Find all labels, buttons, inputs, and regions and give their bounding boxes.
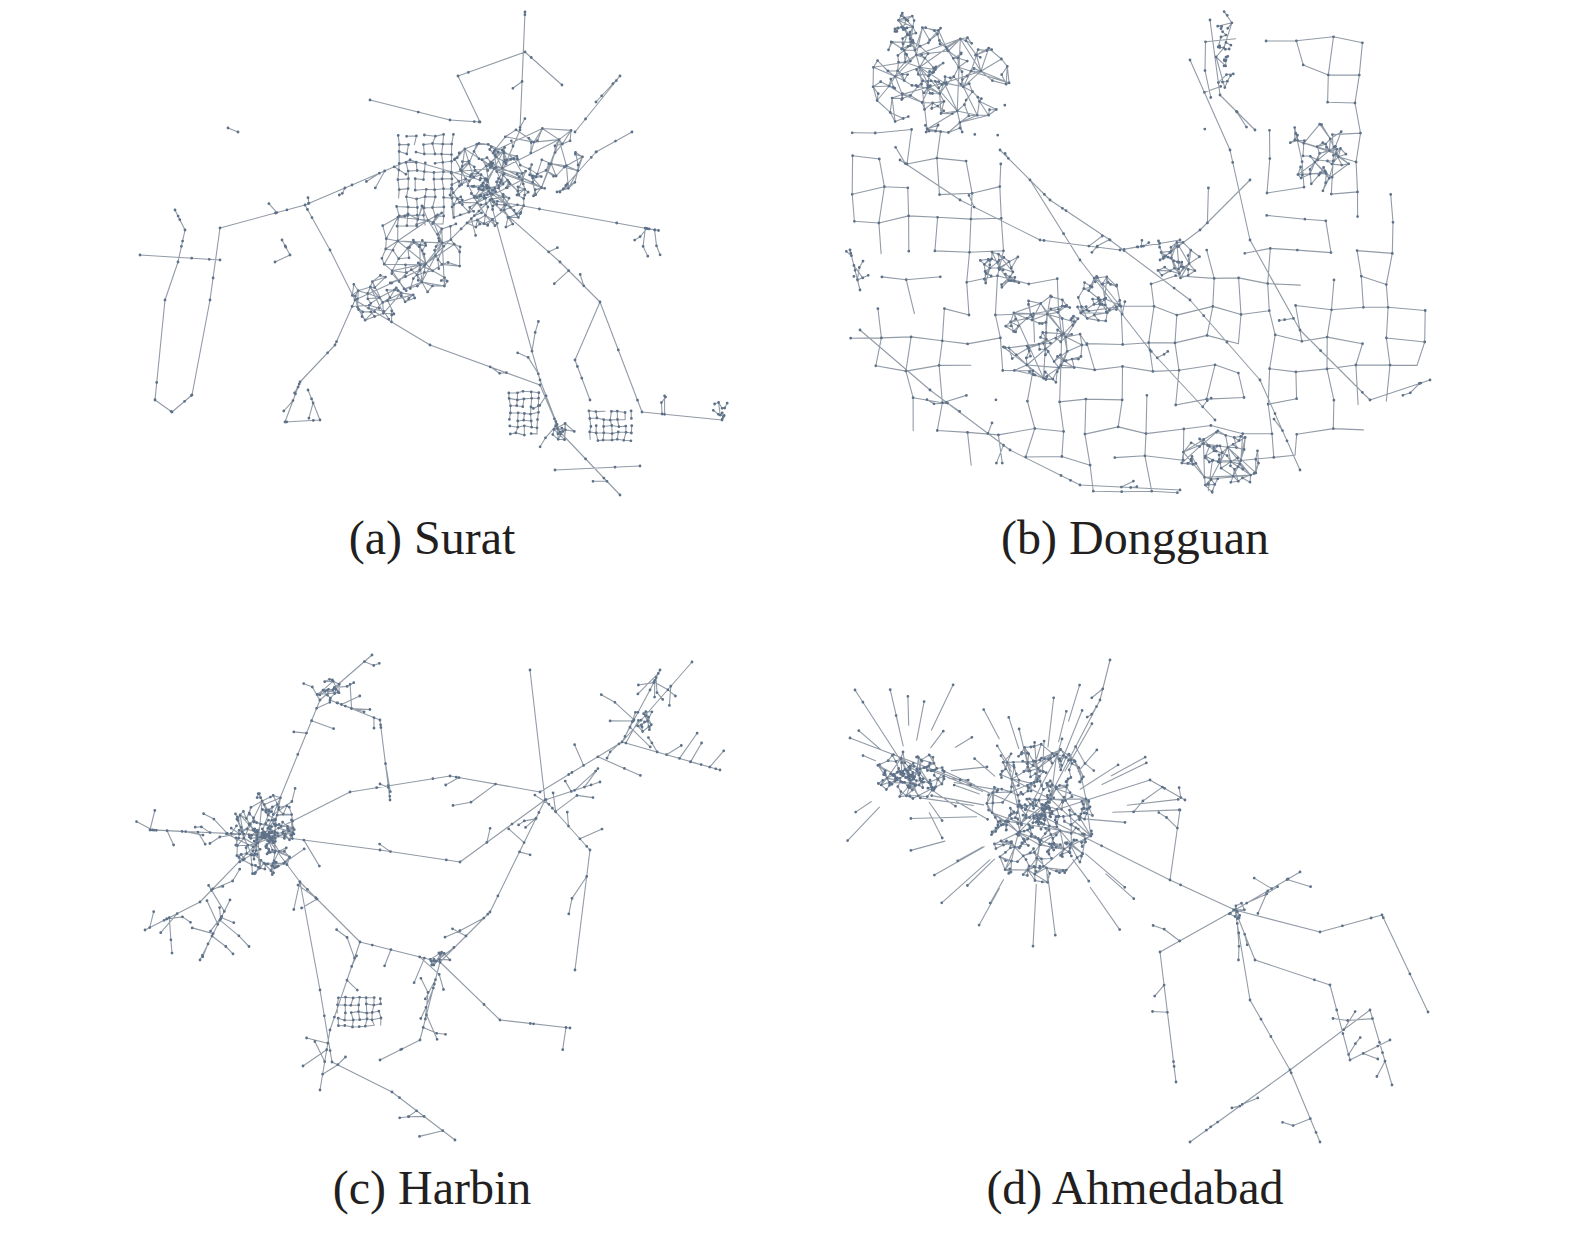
- dongguan-road-network: [845, 10, 1432, 494]
- panel-caption: (a) Surat: [349, 511, 516, 564]
- surat-junctions: [139, 11, 729, 497]
- surat-roads: [140, 12, 727, 495]
- surat-road-network: [139, 11, 729, 497]
- dongguan-junctions: [845, 10, 1432, 494]
- panel-caption-box: (c) Harbin: [182, 1160, 682, 1215]
- panel-caption: (b) Dongguan: [1001, 511, 1269, 564]
- panel-caption-box: (d) Ahmedabad: [885, 1160, 1385, 1215]
- harbin-roads: [137, 655, 724, 1140]
- panel-caption: (c) Harbin: [333, 1161, 532, 1214]
- ahmedabad-road-network: [846, 659, 1429, 1144]
- harbin-road-network: [135, 654, 725, 1142]
- panel-caption: (d) Ahmedabad: [986, 1161, 1283, 1214]
- panel-caption-box: (b) Dongguan: [885, 510, 1385, 565]
- dongguan-roads: [846, 12, 1430, 493]
- panel-caption-box: (a) Surat: [182, 510, 682, 565]
- ahmedabad-roads: [848, 660, 1428, 1142]
- harbin-junctions: [135, 654, 725, 1142]
- ahmedabad-junctions: [846, 659, 1429, 1144]
